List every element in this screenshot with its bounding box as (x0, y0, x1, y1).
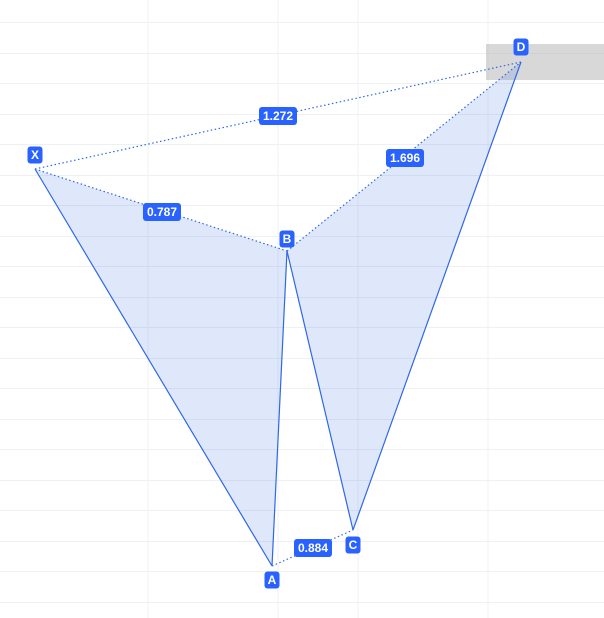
ratio-badge-xb: 0.787 (143, 203, 181, 221)
ratio-value: 1.272 (263, 109, 293, 123)
xab-triangle-fill (35, 169, 287, 566)
point-badge-bg (27, 146, 43, 164)
ratio-badge-xd: 1.272 (259, 107, 297, 125)
pattern-fills (35, 62, 521, 566)
point-badge-c[interactable]: C (345, 536, 361, 554)
point-label: D (517, 40, 526, 54)
leg-xa[interactable] (34, 168, 273, 567)
point-badge-x[interactable]: X (27, 146, 43, 164)
point-badge-bg (279, 230, 295, 248)
point-badges[interactable]: X A B C D (27, 38, 529, 589)
ratio-value: 0.787 (147, 205, 177, 219)
price-highlight-box (486, 44, 604, 80)
point-badge-bg (345, 536, 361, 554)
ratio-badge-bg (386, 149, 424, 167)
point-label: X (31, 148, 39, 162)
point-badge-a[interactable]: A (264, 571, 280, 589)
point-badge-bg (264, 571, 280, 589)
ratio-value: 0.884 (298, 541, 328, 555)
point-label: A (268, 573, 277, 587)
bcd-triangle-fill (287, 62, 521, 530)
ratio-badge-ac: 0.884 (294, 539, 332, 557)
leg-ab[interactable] (271, 250, 288, 567)
ratio-badge-bg (259, 107, 297, 125)
leg-cd[interactable] (352, 61, 522, 531)
ratio-badges: 0.787 0.884 1.696 1.272 (143, 107, 424, 557)
point-badge-b[interactable]: B (279, 230, 295, 248)
ratio-badge-bd: 1.696 (386, 149, 424, 167)
point-badge-bg (513, 38, 529, 56)
ratio-badge-bg (294, 539, 332, 557)
leg-bc[interactable] (286, 250, 354, 531)
pattern-legs[interactable] (34, 61, 522, 567)
ratio-badge-bg (143, 203, 181, 221)
point-badge-d[interactable]: D (513, 38, 529, 56)
point-label: C (349, 538, 358, 552)
point-label: B (283, 232, 292, 246)
ratio-value: 1.696 (390, 151, 420, 165)
